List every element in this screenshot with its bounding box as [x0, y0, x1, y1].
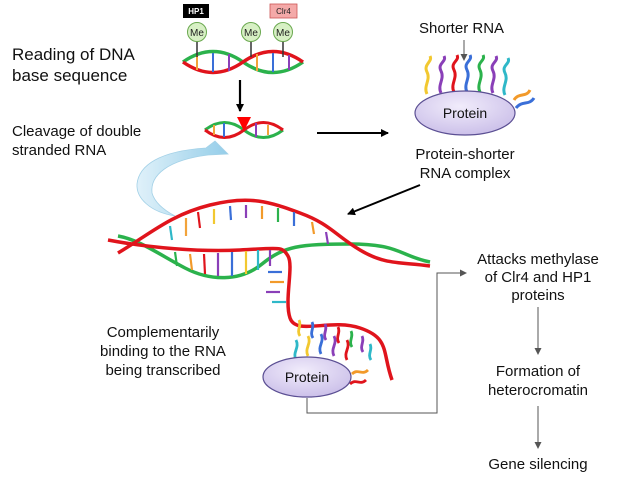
attacks-label-line1: Attacks methylase [477, 251, 599, 268]
attacks-label-line3: proteins [511, 287, 565, 304]
shorter-rna-label: Shorter RNA [419, 20, 505, 37]
me-label: Me [244, 28, 258, 39]
me-label: Me [190, 28, 204, 39]
svg-text:Clr4: Clr4 [276, 7, 291, 16]
protein-bottom-label: Protein [285, 369, 329, 385]
methyl-group-1: Me [187, 22, 207, 57]
methyl-group-2: Me [241, 22, 261, 57]
formation-label-line1: Formation of [495, 363, 581, 380]
top-dna-helix [181, 49, 305, 75]
methyl-group-3: Me [273, 22, 293, 57]
cleavage-marker-icon [237, 117, 251, 131]
clr4-badge: Clr4 [269, 3, 298, 19]
gene-silencing-label: Gene silencing [488, 456, 588, 473]
reading-label-line1: Reading of DNA [12, 45, 135, 64]
cleavage-label-line1: Cleavage of double [12, 123, 142, 140]
protein-top: Protein [414, 90, 516, 136]
hp1-badge: HP1 [183, 4, 209, 18]
binding-label-line1: Complementarily [106, 324, 220, 341]
main-dna-rna-complex [107, 198, 431, 381]
svg-text:HP1: HP1 [188, 7, 204, 16]
cleavage-label-line2: stranded RNA [12, 142, 107, 159]
short-rna-strands [424, 54, 536, 110]
connector-line [306, 269, 467, 414]
me-label: Me [276, 28, 290, 39]
diagonal-arrow [347, 184, 421, 216]
protein-bottom-rnas [293, 333, 369, 386]
protein-bottom: Protein [262, 356, 352, 398]
binding-label-line2: binding to the RNA [100, 343, 226, 360]
complex-label-line1: Protein-shorter [415, 146, 515, 163]
formation-label-line2: heterocromatin [487, 382, 589, 399]
attacks-label-line2: of Clr4 and HP1 [484, 269, 592, 286]
protein-top-label: Protein [443, 105, 487, 121]
binding-label-line3: being transcribed [105, 362, 221, 379]
complex-label-line2: RNA complex [419, 165, 511, 182]
reading-label-line2: base sequence [12, 66, 128, 85]
